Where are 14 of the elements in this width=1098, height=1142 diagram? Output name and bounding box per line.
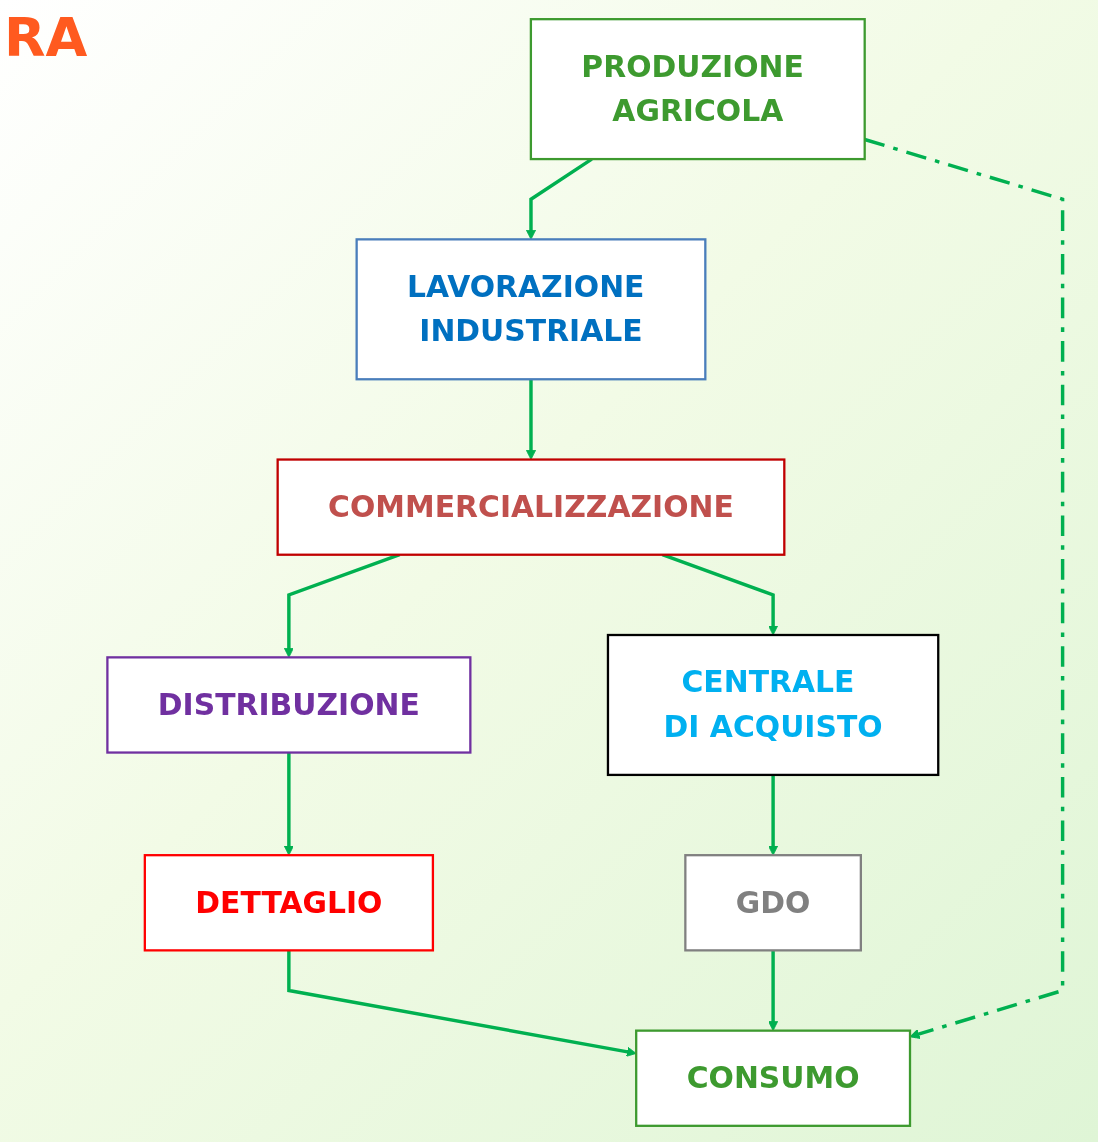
node-box: DISTRIBUZIONE <box>106 656 472 754</box>
title: RA <box>4 8 88 68</box>
node-box: CONSUMO <box>635 1029 912 1127</box>
arrow <box>287 950 637 1057</box>
arrow <box>283 752 294 856</box>
node-box: CENTRALE DI ACQUISTO <box>606 633 940 777</box>
node-box: COMMERCIALIZZAZIONE <box>276 458 786 556</box>
arrow <box>525 379 537 460</box>
node-box: GDO <box>684 854 862 952</box>
arrow <box>768 774 779 856</box>
node-box: PRODUZIONE AGRICOLA <box>529 18 866 161</box>
node-box: DETTAGLIO <box>143 854 435 952</box>
arrow <box>864 137 1065 1039</box>
node-box: LAVORAZIONE INDUSTRIALE <box>355 238 707 381</box>
